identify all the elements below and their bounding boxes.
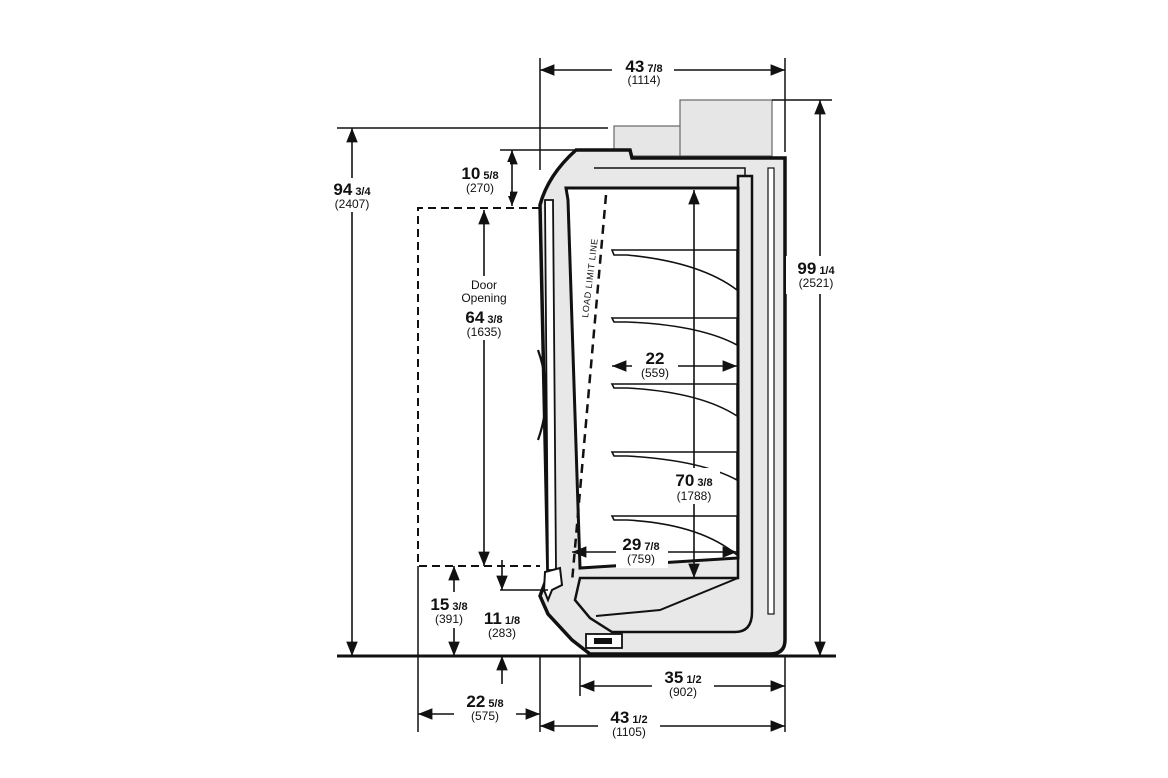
dim-shelf-depth: 22 (559) <box>641 349 669 380</box>
svg-text:(902): (902) <box>669 685 697 699</box>
svg-text:111/8: 111/8 <box>484 609 520 628</box>
svg-text:(1635): (1635) <box>467 325 502 339</box>
svg-text:(270): (270) <box>466 181 494 195</box>
svg-text:(283): (283) <box>488 626 516 640</box>
svg-text:437/8: 437/8 <box>625 57 662 76</box>
svg-text:Opening: Opening <box>461 291 506 305</box>
cabinet-body <box>536 148 787 656</box>
load-limit-line <box>570 194 608 583</box>
svg-text:105/8: 105/8 <box>461 164 498 183</box>
svg-text:703/8: 703/8 <box>675 471 712 490</box>
svg-text:643/8: 643/8 <box>465 308 502 327</box>
svg-text:(391): (391) <box>435 612 463 626</box>
svg-text:(1105): (1105) <box>612 725 646 739</box>
svg-text:225/8: 225/8 <box>466 692 503 711</box>
door-swing-outline <box>417 207 540 567</box>
svg-text:(2521): (2521) <box>799 276 834 290</box>
svg-text:(1788): (1788) <box>677 489 712 503</box>
label-backings <box>326 56 842 740</box>
svg-text:297/8: 297/8 <box>622 535 659 554</box>
svg-text:(2407): (2407) <box>335 197 370 211</box>
svg-text:153/8: 153/8 <box>430 595 467 614</box>
svg-text:22: 22 <box>646 349 665 368</box>
svg-text:991/4: 991/4 <box>797 259 835 278</box>
svg-text:(559): (559) <box>641 366 669 380</box>
svg-text:(575): (575) <box>471 709 499 723</box>
svg-text:351/2: 351/2 <box>664 668 701 687</box>
top-equipment <box>613 99 773 157</box>
svg-text:Door: Door <box>471 278 497 292</box>
svg-text:943/4: 943/4 <box>333 180 371 199</box>
svg-text:(1114): (1114) <box>628 73 661 87</box>
svg-text:431/2: 431/2 <box>610 708 647 727</box>
svg-text:(759): (759) <box>627 552 655 566</box>
